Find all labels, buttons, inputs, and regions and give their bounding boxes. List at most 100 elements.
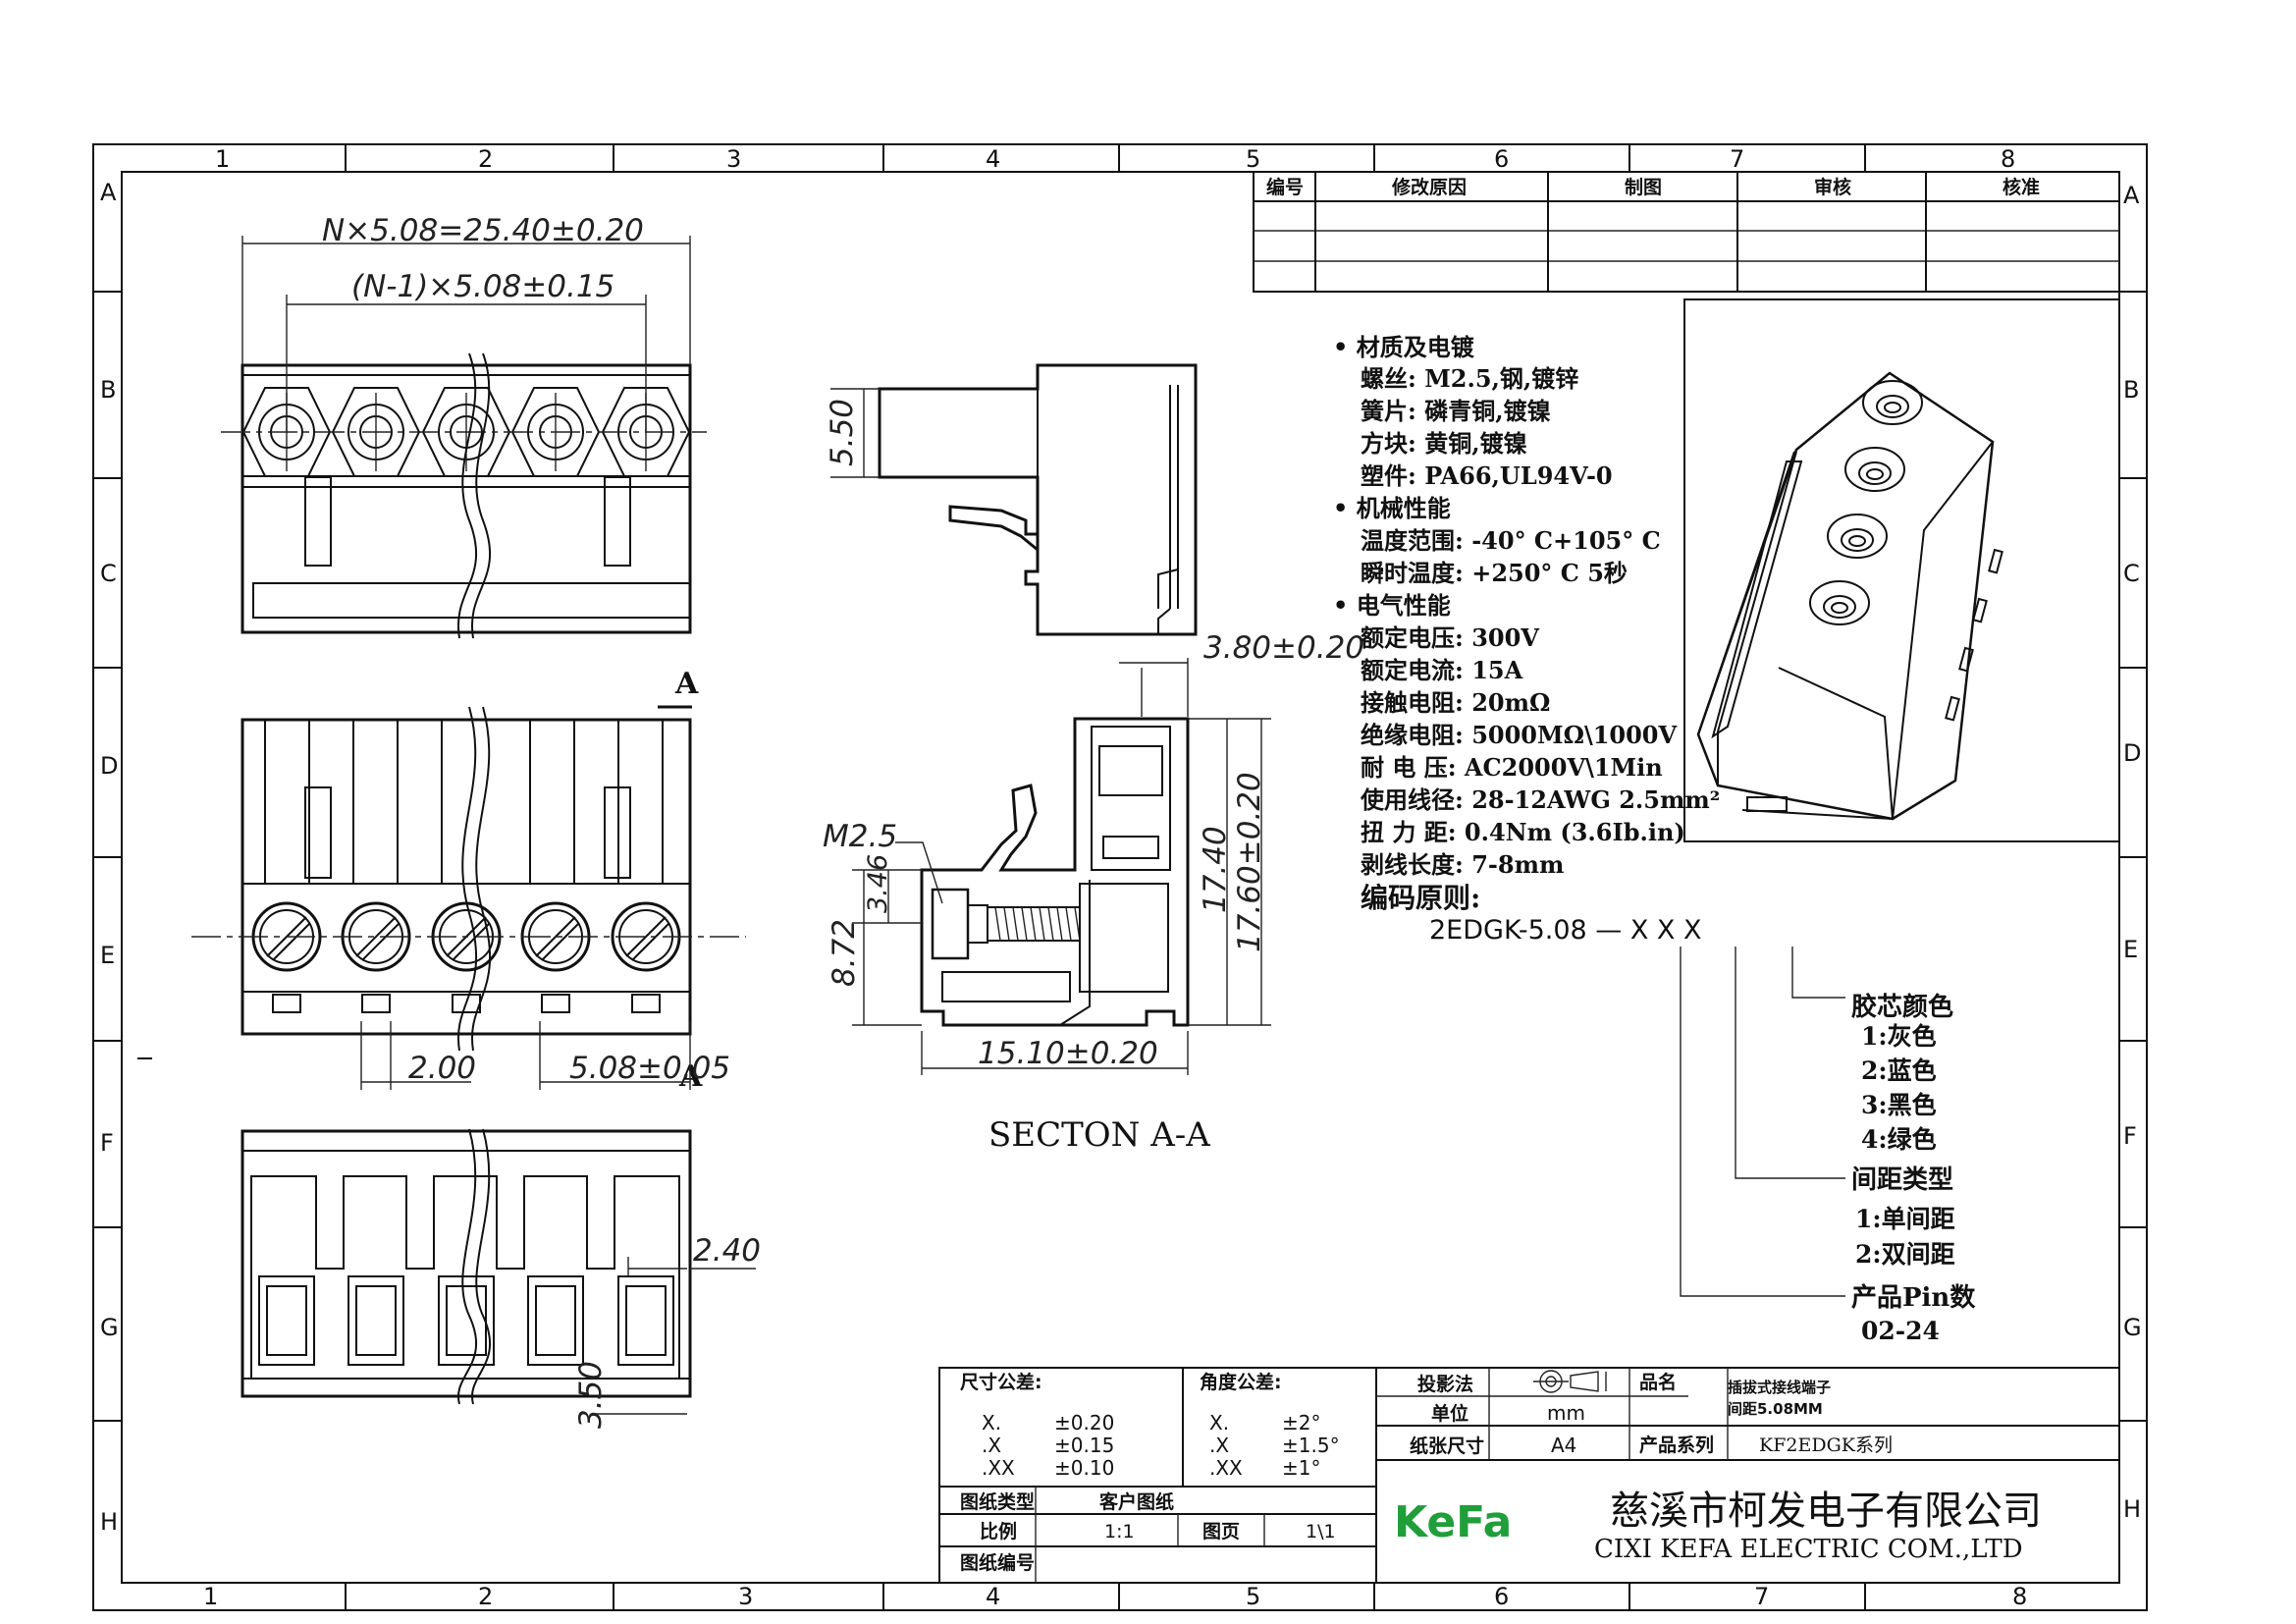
row-label: D	[2123, 739, 2141, 767]
color-option: 3:黑色	[1861, 1091, 1937, 1119]
color-title: 胶芯颜色	[1851, 992, 1953, 1022]
dim-m2-5: M2.5	[823, 819, 897, 854]
iso-slot	[1958, 646, 1974, 673]
iso-slot	[1945, 695, 1960, 722]
wire-entry	[527, 1275, 584, 1366]
row-label: E	[100, 942, 115, 969]
unit-value: mm	[1547, 1401, 1585, 1425]
row-label: F	[2123, 1122, 2137, 1150]
screw-slot	[272, 922, 311, 961]
drawing-no-label: 图纸编号	[960, 1551, 1035, 1574]
tol-val: ±1°	[1282, 1456, 1320, 1480]
row-label: E	[2123, 936, 2138, 963]
screw-slot	[631, 922, 670, 961]
color-option: 1:灰色	[1861, 1022, 1937, 1051]
dim-pitch-span: (N-1)×5.08±0.15	[351, 269, 614, 304]
series-label: 产品系列	[1639, 1434, 1714, 1456]
col-label: 8	[2001, 145, 2015, 173]
col-label: 4	[986, 145, 1000, 173]
column-labels-top: 1 2 3 4 5 6 7 8	[215, 145, 2015, 173]
wire-entry	[438, 1275, 495, 1366]
spacing-option: 1:单间距	[1855, 1205, 1955, 1233]
tol-key: .XX	[1209, 1456, 1243, 1480]
terminal-outline	[601, 387, 691, 477]
revision-table: 编号 修改原因 制图 审核 核准	[1253, 171, 2120, 293]
wire-entry-inner	[535, 1285, 576, 1356]
wire-window	[631, 994, 661, 1013]
coding-pattern: 2EDGK-5.08 — X X X	[1429, 915, 1702, 946]
row-label: H	[2123, 1495, 2141, 1523]
paper-label: 纸张尺寸	[1410, 1435, 1484, 1457]
dim-total-width: N×5.08=25.40±0.20	[322, 213, 644, 248]
pin-range: 02-24	[1861, 1317, 1940, 1345]
wire-entry	[617, 1275, 674, 1366]
spec-line: 耐 电 压: AC2000V\1Min	[1361, 753, 1663, 782]
product-name-line1: 插拔式接线端子	[1728, 1379, 1831, 1396]
unit-label: 单位	[1431, 1402, 1468, 1425]
wire-entry	[258, 1275, 315, 1366]
dim-5-50: 5.50	[825, 399, 860, 466]
color-option: 4:绿色	[1861, 1125, 1937, 1154]
wire-entry-inner	[446, 1285, 487, 1356]
wire-entry-inner	[625, 1285, 667, 1356]
screw-thread	[1021, 906, 1028, 942]
section-title: SECTON A-A	[988, 1115, 1210, 1155]
iso-terminal-hole	[1844, 447, 1905, 492]
row-label: C	[100, 560, 117, 587]
drawing-type-value: 客户图纸	[1099, 1490, 1174, 1513]
title-block: 尺寸公差: X. ±0.20 .X ±0.15 .XX ±0.10 角度公差: …	[938, 1367, 2120, 1584]
tol-key: .XX	[982, 1456, 1015, 1480]
iso-slot	[1988, 548, 2003, 574]
projection-symbol-icon	[1533, 1370, 1607, 1393]
page-value: 1\1	[1306, 1521, 1336, 1543]
row-label: G	[2123, 1314, 2142, 1341]
screw-thread	[1030, 906, 1037, 942]
iso-terminal-hole	[1809, 580, 1870, 625]
series-value: KF2EDGK系列	[1759, 1435, 1893, 1456]
col-label: 5	[1246, 145, 1260, 173]
spec-line: 绝缘电阻: 5000MΩ\1000V	[1361, 721, 1678, 749]
row-labels-right: A B C D E F G H	[2123, 182, 2142, 1523]
side-view: 5.50	[825, 363, 1198, 636]
dim-17-60: 17.60±0.20	[1232, 772, 1267, 952]
col-label: 6	[1494, 145, 1509, 173]
product-name-line2: 间距5.08MM	[1728, 1400, 1823, 1418]
row-labels-left: A B C D E F G H	[100, 179, 119, 1536]
section-mark-top: A	[674, 667, 699, 701]
rev-header: 编号	[1266, 176, 1304, 198]
dim-8-72: 8.72	[827, 919, 862, 987]
row-label: D	[100, 752, 118, 780]
col-label: 8	[2012, 1583, 2027, 1610]
spec-line: 方块: 黄铜,镀镍	[1361, 429, 1527, 458]
kefa-logo: KeFa	[1392, 1497, 1520, 1547]
spec-line: 螺丝: M2.5,钢,镀锌	[1361, 364, 1578, 393]
screw-slot	[541, 922, 580, 961]
screw-slot	[535, 916, 576, 957]
dim-3-50: 3.50	[573, 1361, 609, 1429]
iso-terminal-hole	[1827, 514, 1888, 559]
iso-terminal-hole-inner	[1876, 395, 1909, 418]
spec-line: 温度范围: -40° C+105° C	[1361, 526, 1661, 555]
col-label: 7	[1754, 1583, 1769, 1610]
wire-window	[361, 994, 391, 1013]
screw-thread	[1012, 906, 1019, 942]
dim-3-80: 3.80±0.20	[1203, 630, 1364, 666]
top-view: N×5.08=25.40±0.20 (N-1)×5.08±0.15	[221, 213, 707, 639]
col-label: 6	[1494, 1583, 1509, 1610]
col-label: 2	[478, 1583, 493, 1610]
scale-value: 1:1	[1104, 1521, 1135, 1543]
rev-header: 修改原因	[1391, 176, 1467, 198]
screw-slot	[355, 916, 397, 957]
screw-thread	[1047, 906, 1054, 942]
wire-entry-inner	[355, 1285, 397, 1356]
screw-thread	[1065, 906, 1072, 942]
paper-value: A4	[1551, 1434, 1576, 1457]
screw-thread	[1039, 906, 1045, 942]
iso-slot	[1972, 597, 1988, 623]
dim-3-46: 3.46	[863, 854, 893, 913]
product-name-label: 品名	[1639, 1371, 1677, 1393]
section-view: 3.80±0.20 17.40 17.60±0.20 3.46 8.72 15.…	[823, 630, 1364, 1155]
spec-heading-material: • 材质及电镀	[1333, 333, 1475, 361]
tol-val: ±0.20	[1054, 1411, 1114, 1435]
